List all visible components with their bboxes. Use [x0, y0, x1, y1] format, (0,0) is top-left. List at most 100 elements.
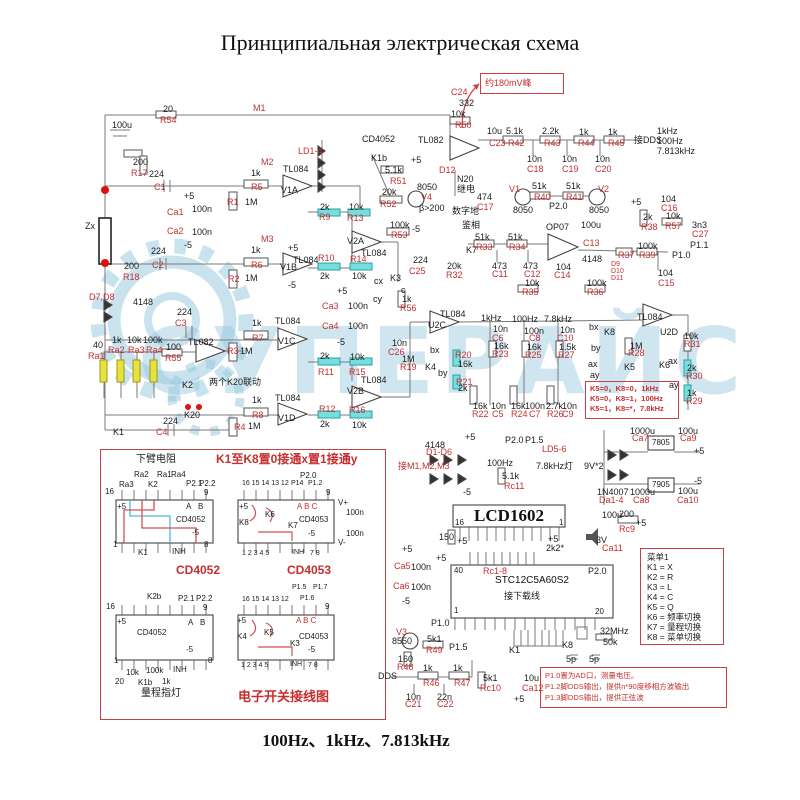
schematic-label: R50	[455, 120, 472, 130]
schematic-label: Ra4	[146, 345, 163, 355]
schematic-label: ay	[590, 370, 600, 380]
schematic-label: C9	[562, 409, 574, 419]
schematic-label: N20	[457, 174, 474, 184]
schematic-label: 10k	[352, 271, 367, 281]
schematic-label: 2k	[320, 271, 330, 281]
schematic-label: TL084	[637, 312, 663, 322]
schematic-label: R4	[234, 422, 246, 432]
schematic-label: 电子开关接线图	[238, 689, 330, 704]
schematic-label: V-	[338, 538, 346, 547]
schematic-label: 量程指灯	[141, 688, 181, 699]
schematic-label: 1k	[251, 245, 261, 255]
schematic-label: C13	[583, 238, 600, 248]
resistors-cyan	[317, 208, 692, 419]
schematic-label: 2.2k	[542, 126, 560, 136]
schematic-label: K2b	[147, 592, 162, 601]
schematic-label: 8	[208, 656, 213, 665]
schematic-label: 224	[151, 246, 167, 256]
schematic-label: 10n	[562, 154, 578, 164]
schematic-label: 8050	[417, 182, 438, 192]
schematic-label: 51k	[508, 232, 523, 242]
schematic-label: R5	[251, 182, 263, 192]
schematic-label: TL084	[440, 309, 466, 319]
schematic-label: 1M	[402, 354, 415, 364]
schematic-label: K20	[184, 410, 201, 420]
schematic-label: Rc1-8	[483, 566, 508, 576]
schematic-label: 1M	[240, 346, 253, 356]
schematic-label: K1	[113, 427, 125, 437]
schematic-label: R46	[423, 678, 440, 688]
schematic-label: 10n	[406, 692, 422, 702]
schematic-label: 10k	[127, 335, 142, 345]
schematic-label: R20	[455, 350, 472, 360]
schematic-label: P2.2	[199, 479, 216, 488]
schematic-label: 16 15 14 13 12	[242, 596, 289, 603]
schematic-label: Ca9	[680, 433, 697, 443]
schematic-label: -5	[694, 476, 703, 486]
schematic-label: 100k	[638, 241, 658, 251]
schematic-label: Ca11	[602, 543, 623, 553]
schematic-label: 7 8	[310, 550, 320, 557]
schematic-label: 1	[559, 518, 564, 527]
schematic-label: R43	[544, 138, 561, 148]
schematic-label: A	[188, 618, 194, 627]
schematic-label: C2	[152, 260, 164, 270]
schematic-label: V2	[598, 184, 610, 194]
schematic-label: R34	[509, 242, 526, 252]
schematic-label: 3V	[596, 535, 608, 545]
schematic-label: 20	[115, 677, 124, 686]
schematic-label: 150	[439, 532, 455, 542]
schematic-label: Ca6	[393, 581, 410, 591]
schematic-label: 5k1	[483, 673, 498, 683]
schematic-label: 9V*2	[584, 461, 604, 471]
schematic-label: +5	[337, 286, 348, 296]
schematic-label: R47	[454, 678, 471, 688]
schematic-label: 1k	[423, 663, 433, 673]
schematic-label: R9	[319, 212, 331, 222]
component-bodies	[98, 135, 675, 661]
schematic-label: LD5-6	[542, 444, 567, 454]
schematic-label: R17	[131, 168, 148, 178]
schematic-label: R38	[641, 222, 658, 232]
schematic-label: U2D	[660, 327, 679, 337]
schematic-label: +5	[631, 197, 642, 207]
schematic-label: 接DDS	[634, 135, 663, 145]
schematic-label: 20	[163, 104, 174, 114]
schematic-label: C23	[489, 138, 506, 148]
schematic-label: 100n	[411, 582, 432, 592]
schematic-label: D12	[439, 165, 456, 175]
schematic-label: 10n	[562, 401, 578, 411]
switch-subpanel-box	[100, 449, 386, 720]
schematic-label: -5	[186, 645, 194, 654]
schematic-label: 2k	[458, 383, 468, 393]
schematic-label: +5	[636, 518, 647, 528]
schematic-label: Ra3	[119, 480, 134, 489]
schematic-label: β>200	[419, 203, 445, 213]
schematic-label: Ra2	[134, 470, 149, 479]
schematic-label: R25	[525, 350, 542, 360]
schematic-label: C27	[692, 229, 709, 239]
menu-item: K1 = X	[647, 562, 673, 572]
schematic-label: TL084	[293, 255, 319, 265]
schematic-label: D7,D8	[89, 292, 115, 302]
schematic-label: 4148	[425, 440, 446, 450]
schematic-label: R57	[665, 221, 682, 231]
schematic-label: 20k	[447, 261, 462, 271]
schematic-label: R29	[686, 396, 703, 406]
schematic-label: V4	[421, 192, 433, 202]
schematic-label: B	[200, 618, 206, 627]
schematic-label: 8050	[589, 205, 610, 215]
schematic-label: 1M	[245, 197, 258, 207]
schematic-label: 100Hz	[512, 314, 539, 324]
schematic-label: P1.5	[292, 584, 307, 591]
schematic-label: 10u	[487, 126, 503, 136]
schematic-label: R45	[608, 138, 625, 148]
schematic-label: 1	[114, 656, 119, 665]
schematic-label: K6	[265, 510, 275, 519]
schematic-label: 数字地	[452, 206, 480, 216]
